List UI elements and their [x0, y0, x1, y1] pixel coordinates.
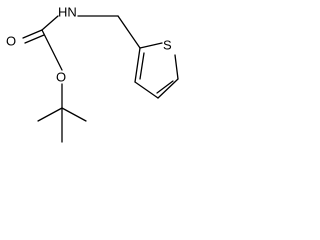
atom-label-nh: HN — [58, 5, 77, 20]
atom-labels: HN O O S — [6, 5, 172, 85]
bond-c4-c4-inner — [156, 80, 174, 94]
bond-s-c5 — [174, 54, 179, 80]
bond-carbonyl-double-a — [22, 29, 43, 39]
bond-ch2-thiophene — [117, 15, 141, 49]
bond-methyl-left — [37, 107, 63, 122]
bond-carbonyl-ester-o — [41, 29, 63, 71]
bonds — [22, 15, 179, 143]
bond-n-carbonyl — [41, 15, 59, 31]
bond-c4-c3 — [134, 81, 159, 99]
atom-label-carbonyl-oxygen: O — [6, 34, 16, 49]
bond-methyl-right — [61, 107, 87, 122]
atom-label-ester-oxygen: O — [56, 70, 66, 85]
bond-c3-c2-inner — [139, 52, 145, 80]
bond-c2-s — [139, 42, 163, 49]
bond-c3-c2 — [134, 47, 141, 83]
atom-label-sulfur: S — [163, 38, 172, 53]
bond-c5-c4 — [157, 78, 179, 99]
chemical-structure-diagram: HN O O S — [6, 5, 179, 143]
bond-carbonyl-double-b — [24, 34, 45, 44]
